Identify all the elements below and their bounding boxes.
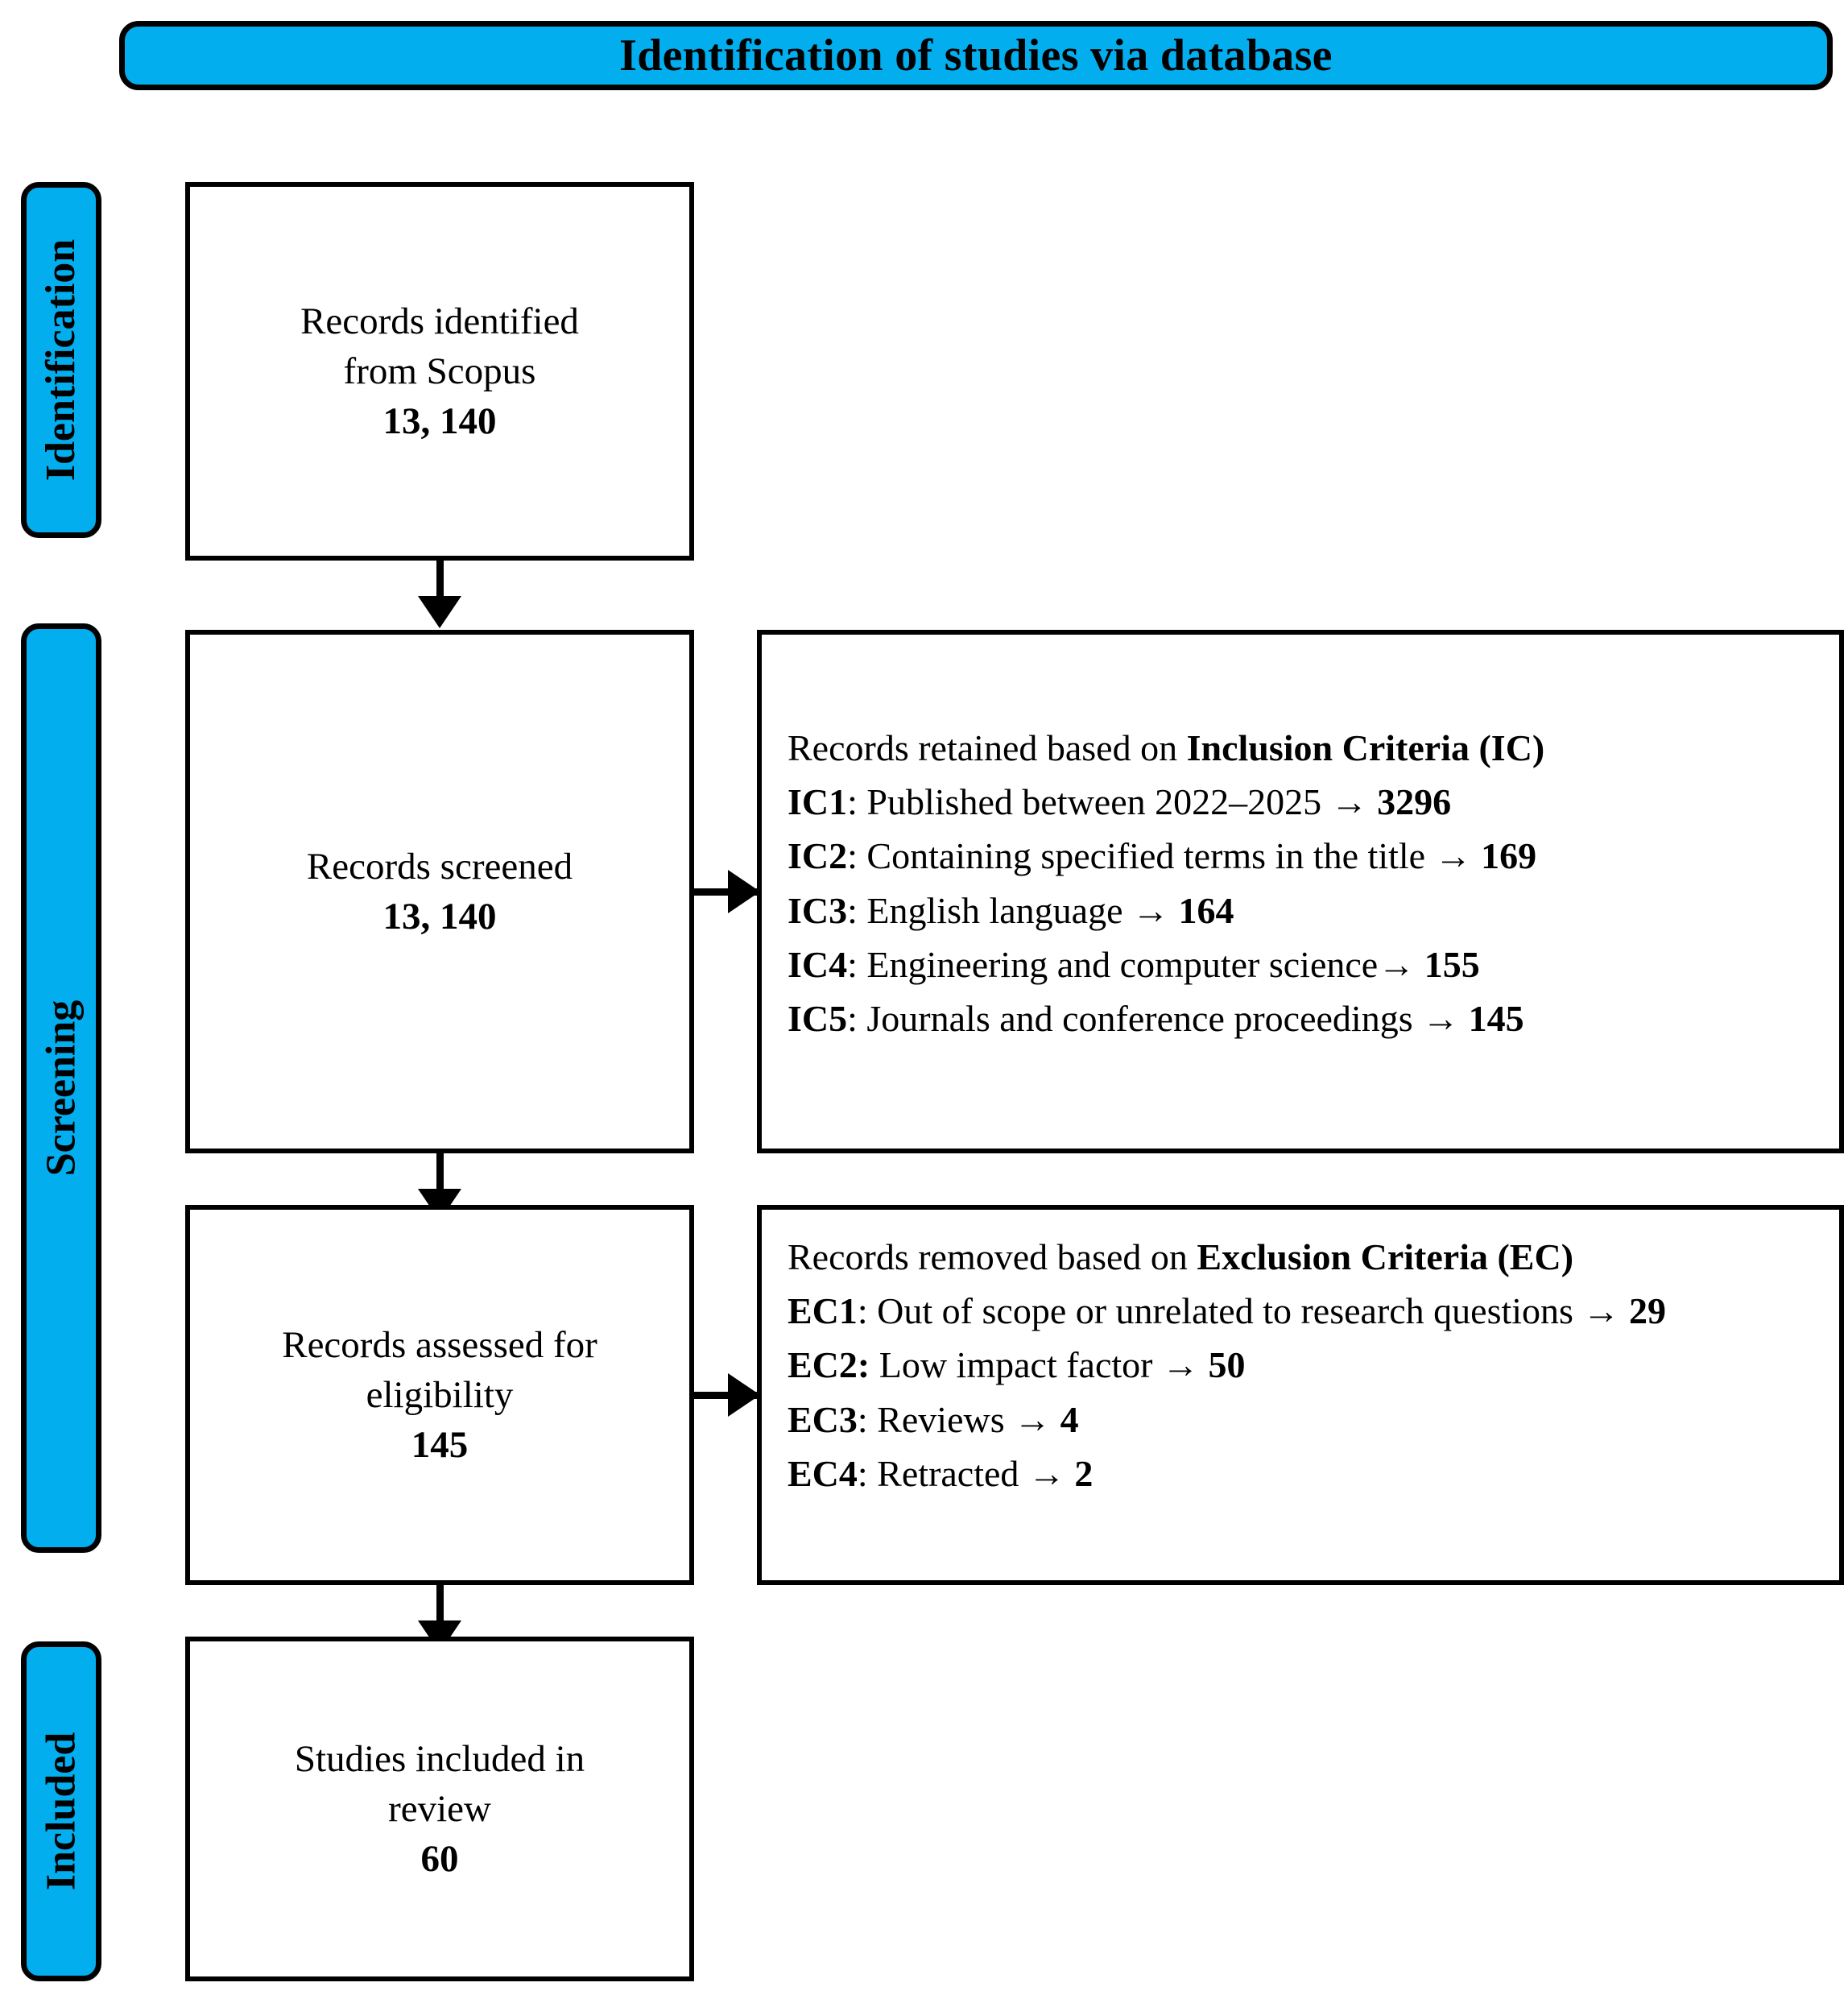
inclusion-item-ic5-text: : Journals and conference proceedings → <box>847 997 1469 1039</box>
node-records-screened-count: 13, 140 <box>382 896 497 937</box>
stage-label-identification-text: Identification <box>38 238 85 482</box>
exclusion-item-ec2-text: Low impact factor → <box>870 1344 1209 1386</box>
node-studies-included-line1: Studies included in <box>294 1737 585 1780</box>
inclusion-item-ic4-code: IC4 <box>788 943 848 985</box>
node-records-eligibility-line1: Records assessed for <box>282 1323 597 1366</box>
stage-label-included: Included <box>21 1641 101 1981</box>
exclusion-item-ec3-value: 4 <box>1060 1398 1079 1440</box>
exclusion-item-ec4-text: : Retracted → <box>857 1452 1075 1494</box>
node-records-screened-text: Records screened 13, 140 <box>286 842 593 942</box>
inclusion-heading: Records retained based on Inclusion Crit… <box>788 723 1815 772</box>
box-inclusion-criteria: Records retained based on Inclusion Crit… <box>757 630 1844 1153</box>
inclusion-item-ic1: IC1: Published between 2022–2025 → 3296 <box>788 777 1815 826</box>
arrow-eligibility-to-exclusion-head <box>728 1373 760 1417</box>
node-studies-included-count: 60 <box>420 1838 459 1881</box>
node-records-identified: Records identified from Scopus 13, 140 <box>185 182 694 561</box>
node-records-identified-text: Records identified from Scopus 13, 140 <box>279 296 600 446</box>
inclusion-item-ic5: IC5: Journals and conference proceedings… <box>788 994 1815 1043</box>
inclusion-item-ic5-code: IC5 <box>788 997 848 1039</box>
node-records-screened-line1: Records screened <box>306 845 573 888</box>
exclusion-item-ec4-value: 2 <box>1074 1452 1094 1494</box>
inclusion-item-ic4-text: : Engineering and computer science→ <box>847 943 1424 985</box>
node-records-eligibility-text: Records assessed for eligibility 145 <box>261 1320 618 1470</box>
arrow-eligibility-to-exclusion-shaft <box>694 1392 760 1399</box>
exclusion-item-ec4-code: EC4 <box>788 1452 858 1494</box>
box-exclusion-criteria: Records removed based on Exclusion Crite… <box>757 1205 1844 1585</box>
inclusion-item-ic5-value: 145 <box>1468 997 1524 1039</box>
inclusion-item-ic3-value: 164 <box>1178 889 1234 931</box>
exclusion-heading: Records removed based on Exclusion Crite… <box>788 1232 1815 1281</box>
inclusion-item-ic1-text: : Published between 2022–2025 → <box>847 781 1378 823</box>
stage-label-included-text: Included <box>38 1732 84 1891</box>
inclusion-item-ic3-code: IC3 <box>788 889 848 931</box>
exclusion-criteria-body: Records removed based on Exclusion Crite… <box>762 1210 1839 1519</box>
inclusion-item-ic3: IC3: English language → 164 <box>788 886 1815 935</box>
inclusion-item-ic2: IC2: Containing specified terms in the t… <box>788 831 1815 880</box>
arrow-screened-to-inclusion-shaft <box>694 888 760 896</box>
node-records-identified-count: 13, 140 <box>382 400 497 443</box>
inclusion-item-ic1-value: 3296 <box>1377 781 1452 823</box>
stage-label-screening-text: Screening <box>38 1000 84 1177</box>
node-records-eligibility-count: 145 <box>411 1424 469 1467</box>
arrow-identified-to-screened-shaft <box>436 561 444 611</box>
inclusion-heading-bold: Inclusion Criteria (IC) <box>1186 727 1545 768</box>
node-records-identified-line2: from Scopus <box>343 350 536 392</box>
node-studies-included: Studies included in review 60 <box>185 1637 694 1981</box>
node-studies-included-line2: review <box>388 1787 491 1830</box>
node-records-eligibility-line2: eligibility <box>366 1373 514 1416</box>
inclusion-item-ic4-value: 155 <box>1424 943 1480 985</box>
node-records-screened: Records screened 13, 140 <box>185 630 694 1153</box>
arrow-eligibility-to-included-shaft <box>436 1585 444 1635</box>
exclusion-item-ec2: EC2: Low impact factor → 50 <box>788 1340 1815 1389</box>
arrow-screened-to-inclusion-head <box>728 870 760 913</box>
node-records-eligibility: Records assessed for eligibility 145 <box>185 1205 694 1585</box>
arrow-screened-to-eligibility-shaft <box>436 1153 444 1203</box>
inclusion-item-ic3-text: : English language → <box>847 889 1179 931</box>
exclusion-item-ec1-value: 29 <box>1628 1290 1666 1332</box>
inclusion-item-ic2-text: : Containing specified terms in the titl… <box>847 835 1482 877</box>
diagram-banner: Identification of studies via database <box>119 21 1833 90</box>
inclusion-heading-plain: Records retained based on <box>788 727 1187 768</box>
inclusion-item-ic4: IC4: Engineering and computer science→ 1… <box>788 940 1815 989</box>
exclusion-item-ec4: EC4: Retracted → 2 <box>788 1449 1815 1498</box>
exclusion-item-ec1: EC1: Out of scope or unrelated to resear… <box>788 1286 1815 1335</box>
stage-label-screening: Screening <box>21 623 101 1553</box>
inclusion-item-ic2-code: IC2 <box>788 835 848 877</box>
exclusion-item-ec3: EC3: Reviews → 4 <box>788 1395 1815 1444</box>
inclusion-item-ic2-value: 169 <box>1481 835 1537 877</box>
arrow-identified-to-screened-head <box>418 596 461 628</box>
exclusion-heading-plain: Records removed based on <box>788 1236 1197 1277</box>
exclusion-item-ec1-text: : Out of scope or unrelated to research … <box>857 1290 1629 1332</box>
inclusion-item-ic1-code: IC1 <box>788 781 848 823</box>
exclusion-item-ec3-code: EC3 <box>788 1398 858 1440</box>
exclusion-item-ec3-text: : Reviews → <box>857 1398 1060 1440</box>
exclusion-item-ec1-code: EC1 <box>788 1290 858 1332</box>
exclusion-item-ec2-code: EC2: <box>788 1344 870 1386</box>
stage-label-identification: Identification <box>21 182 101 538</box>
node-records-identified-line1: Records identified <box>300 300 579 342</box>
inclusion-criteria-body: Records retained based on Inclusion Crit… <box>762 635 1839 1064</box>
exclusion-heading-bold: Exclusion Criteria (EC) <box>1197 1236 1574 1277</box>
node-studies-included-text: Studies included in review 60 <box>274 1734 606 1884</box>
exclusion-item-ec2-value: 50 <box>1208 1344 1246 1386</box>
banner-title: Identification of studies via database <box>619 31 1333 81</box>
